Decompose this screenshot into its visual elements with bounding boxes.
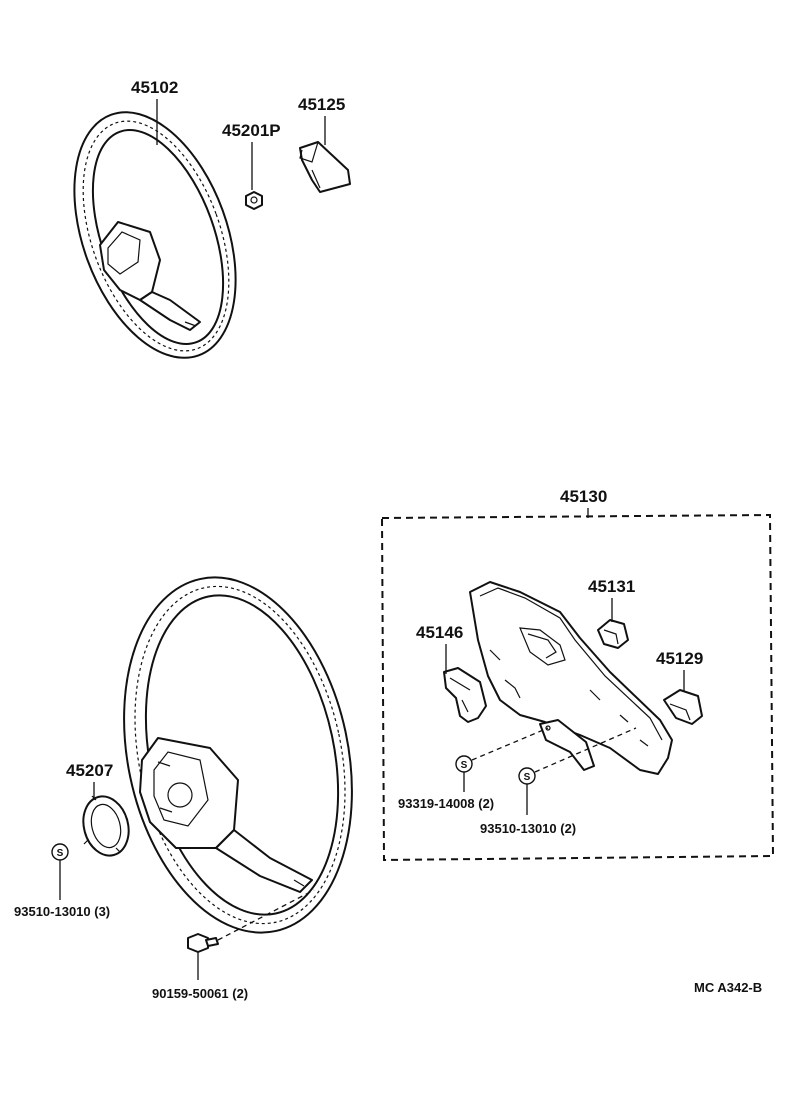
- label-45207: 45207: [66, 761, 113, 780]
- clip-45131: [597, 619, 629, 649]
- ring-45207: [82, 795, 130, 857]
- label-90159-50061: 90159-50061 (2): [152, 986, 248, 1001]
- diagram-code: MC A342-B: [694, 980, 762, 995]
- dashed-guide-93319: [471, 727, 549, 761]
- screw-93510-left: S: [51, 843, 69, 861]
- label-93510-13010-left: 93510-13010 (3): [14, 904, 110, 919]
- label-45201p: 45201P: [222, 121, 281, 140]
- label-45131: 45131: [588, 577, 635, 596]
- dashed-guide-93510-right: [534, 727, 637, 773]
- label-45102: 45102: [131, 78, 178, 97]
- clip-45129: [663, 689, 703, 725]
- screw-93510-right: S: [518, 767, 536, 785]
- label-93319-14008: 93319-14008 (2): [398, 796, 494, 811]
- label-45146: 45146: [416, 623, 463, 642]
- cover-45125: [299, 141, 351, 193]
- bracket-45146: [443, 667, 487, 723]
- label-45130: 45130: [560, 487, 607, 506]
- pad-45130: [469, 581, 673, 775]
- steering-wheel-upper: [73, 111, 237, 359]
- svg-text:S: S: [461, 760, 468, 771]
- steering-wheel-lower: [123, 576, 353, 934]
- bolt-90159: [187, 933, 219, 953]
- label-45129: 45129: [656, 649, 703, 668]
- group-box-45130: [380, 513, 775, 862]
- svg-text:S: S: [57, 848, 64, 859]
- bracket-lower: [539, 719, 595, 771]
- screw-93319: S: [455, 755, 473, 773]
- dashed-guide-90159: [217, 889, 315, 941]
- label-93510-13010-right: 93510-13010 (2): [480, 821, 576, 836]
- label-45125: 45125: [298, 95, 345, 114]
- nut-45201p: [245, 191, 263, 210]
- svg-text:S: S: [524, 772, 531, 783]
